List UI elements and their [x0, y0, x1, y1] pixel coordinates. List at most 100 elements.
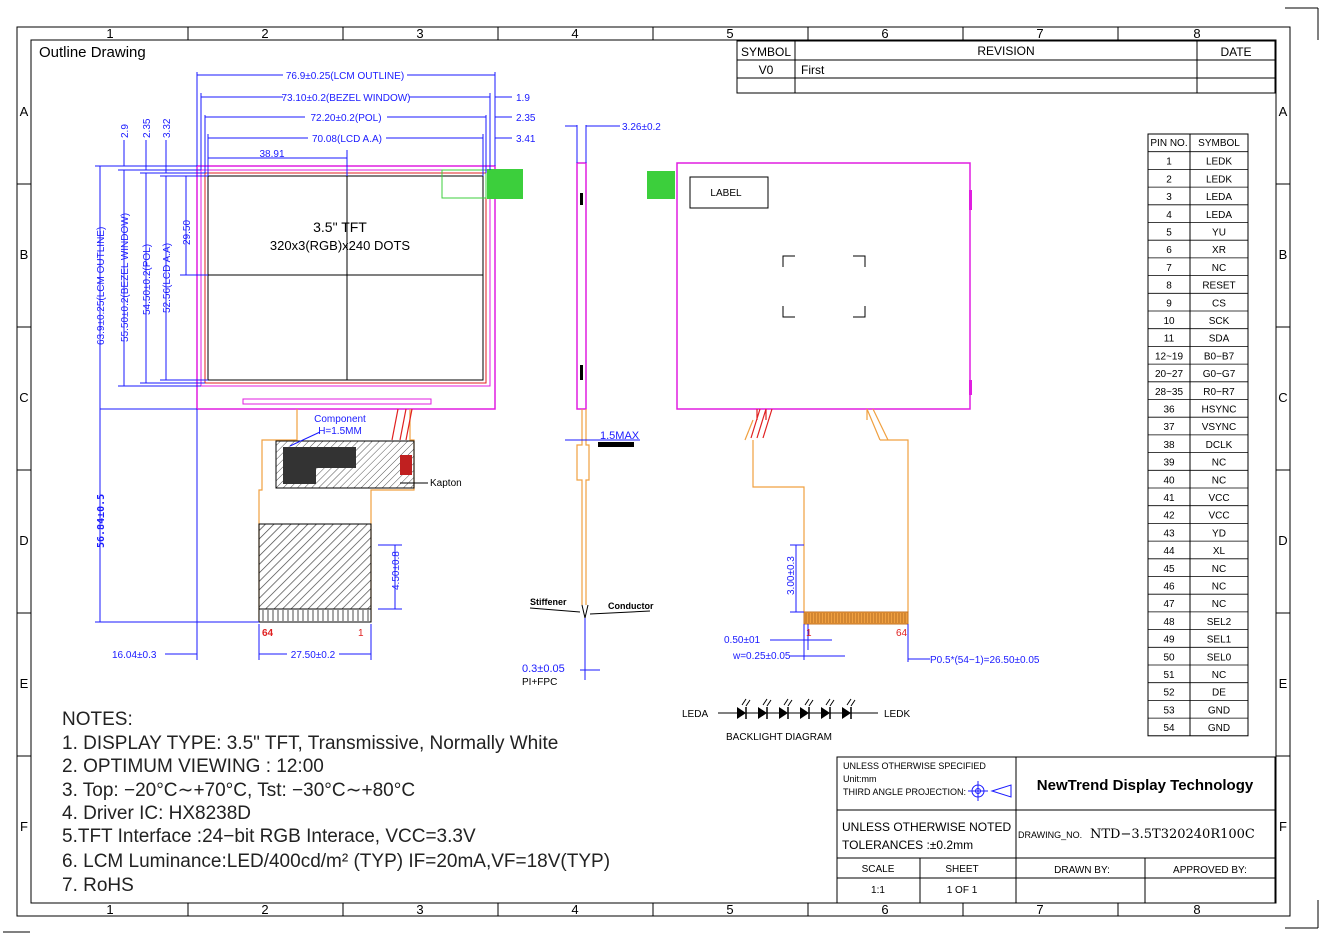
side-view: 3.26±0.2 1.5MAX Stiffener Conductor 0.3±…	[522, 122, 661, 688]
pin-symbol: CS	[1212, 298, 1226, 309]
front-contact-lines	[262, 610, 369, 621]
dim-v-bezel: 55.50±0.2(BEZEL WINDOW)	[120, 213, 131, 342]
lcm-outline	[196, 165, 496, 410]
tb-approved-by: APPROVED BY:	[1173, 865, 1247, 876]
green-tab	[487, 169, 523, 199]
tb-tol-2: TOLERANCES :±0.2mm	[842, 838, 973, 852]
back-fpc-len: 3.00±0.3	[786, 556, 797, 595]
tb-tol-1: UNLESS OTHERWISE NOTED	[842, 820, 1011, 834]
dim-lcd-aa: 70.08(LCD A.A)	[312, 134, 382, 145]
projection-icon	[968, 781, 1012, 801]
pin-number: 40	[1163, 475, 1175, 486]
row-label-right: B	[1279, 247, 1288, 262]
row-label-left: C	[19, 390, 28, 405]
pin-symbol: NC	[1212, 599, 1226, 610]
pin-symbol: NC	[1212, 458, 1226, 469]
conductor-label: Conductor	[608, 601, 654, 611]
col-label-top: 7	[1036, 26, 1043, 41]
pin-right-label: 1	[358, 628, 364, 639]
pin-header-symbol: SYMBOL	[1198, 138, 1240, 149]
led-diode-icon	[779, 707, 788, 719]
back-pitch-total: P0.5*(54−1)=26.50±0.05	[930, 655, 1040, 666]
pin-symbol: RESET	[1202, 281, 1235, 292]
col-label-top: 6	[881, 26, 888, 41]
col-label-top: 4	[571, 26, 578, 41]
tb-drawing-no: NTD−3.5T320240R100C	[1090, 827, 1255, 842]
pin-symbol: XR	[1212, 245, 1226, 256]
pin-symbol: LEDA	[1206, 210, 1232, 221]
label-box: LABEL	[710, 188, 742, 199]
pin-number: 9	[1166, 298, 1172, 309]
pin-number: 37	[1163, 422, 1175, 433]
pi-label: PI+FPC	[522, 677, 557, 688]
dim-small-3: 3.32	[162, 118, 173, 138]
backlight-caption: BACKLIGHT DIAGRAM	[726, 732, 832, 743]
title-block: UNLESS OTHERWISE SPECIFIED Unit:mm THIRD…	[836, 756, 1276, 904]
backlight-diagram: LEDA LEDK BACKLIGHT DIAGRAM	[682, 698, 910, 743]
pin-symbol: NC	[1212, 582, 1226, 593]
dim-v-lcm: 63.9±0.25(LCM OUTLINE)	[96, 227, 107, 345]
pin-number: 47	[1163, 599, 1175, 610]
pin-symbol: NC	[1212, 263, 1226, 274]
row-label-left: D	[19, 533, 28, 548]
pin-number: 42	[1163, 511, 1175, 522]
col-label-bottom: 2	[261, 902, 268, 917]
pin-number: 48	[1163, 617, 1175, 628]
display-sub: 320x3(RGB)x240 DOTS	[270, 238, 410, 253]
pin-number: 41	[1163, 493, 1175, 504]
pin-symbol: B0−B7	[1204, 351, 1235, 362]
note-7: 7. RoHS	[62, 875, 134, 896]
dim-right-2: 2.35	[516, 113, 536, 124]
revision-header-date: DATE	[1220, 45, 1251, 59]
pin-number: 10	[1163, 316, 1175, 327]
tb-projection: THIRD ANGLE PROJECTION:	[843, 787, 966, 797]
tb-unit: Unit:mm	[843, 774, 877, 784]
fpc-contacts	[258, 608, 372, 623]
revision-header-symbol: SYMBOL	[741, 45, 791, 59]
dim-lcm-outline: 76.9±0.25(LCM OUTLINE)	[286, 71, 404, 82]
col-label-top: 2	[261, 26, 268, 41]
dim-v-pol: 54.50±0.2(POL)	[142, 244, 153, 315]
row-label-right: F	[1279, 819, 1287, 834]
pin-number: 8	[1166, 281, 1172, 292]
note-4: 4. Driver IC: HX8238D	[62, 803, 251, 824]
note-3: 3. Top: −20°C∼+70°C, Tst: −30°C∼+80°C	[62, 780, 415, 801]
dim-fpc-width: 27.50±0.2	[291, 650, 336, 661]
revision-row-desc: First	[801, 63, 825, 77]
row-label-left: B	[20, 247, 29, 262]
col-label-bottom: 7	[1036, 902, 1043, 917]
pin-symbol: XL	[1213, 546, 1226, 557]
col-label-bottom: 1	[106, 902, 113, 917]
pin-number: 12~19	[1155, 351, 1184, 362]
dim-v-center: 29.50	[182, 220, 193, 245]
tb-sheet: 1 OF 1	[947, 885, 978, 896]
backlight-leda: LEDA	[682, 709, 708, 720]
corner-mark-br	[1285, 900, 1319, 929]
pin-number: 2	[1166, 174, 1172, 185]
pin-symbol: NC	[1212, 670, 1226, 681]
row-label-right: C	[1278, 390, 1287, 405]
col-label-top: 5	[726, 26, 733, 41]
pin-number: 36	[1163, 405, 1175, 416]
dim-right-1: 1.9	[516, 93, 530, 104]
pin-symbol: G0−G7	[1203, 369, 1236, 380]
led-diode-icon	[800, 707, 809, 719]
pin-number: 39	[1163, 458, 1175, 469]
revision-table: SYMBOL REVISION DATE V0 First	[736, 40, 1276, 94]
side-max: 1.5MAX	[600, 430, 640, 442]
pin-symbol: SDA	[1209, 334, 1230, 345]
pin-symbol: YD	[1212, 528, 1226, 539]
pi-thickness: 0.3±0.05	[522, 663, 565, 675]
pin-symbol: YU	[1212, 228, 1226, 239]
pin-number: 43	[1163, 528, 1175, 539]
dim-bottom-left: 16.04±0.3	[112, 650, 157, 661]
component-ic	[283, 447, 356, 484]
dim-small-1: 2.9	[120, 124, 131, 138]
pin-number: 54	[1163, 723, 1175, 734]
front-view: 3.5" TFT 320x3(RGB)x240 DOTS Component H…	[95, 68, 536, 661]
note-5: 5.TFT Interface :24−bit RGB Interace, VC…	[62, 826, 476, 847]
pin-number: 50	[1163, 652, 1175, 663]
pin-number: 51	[1163, 670, 1175, 681]
